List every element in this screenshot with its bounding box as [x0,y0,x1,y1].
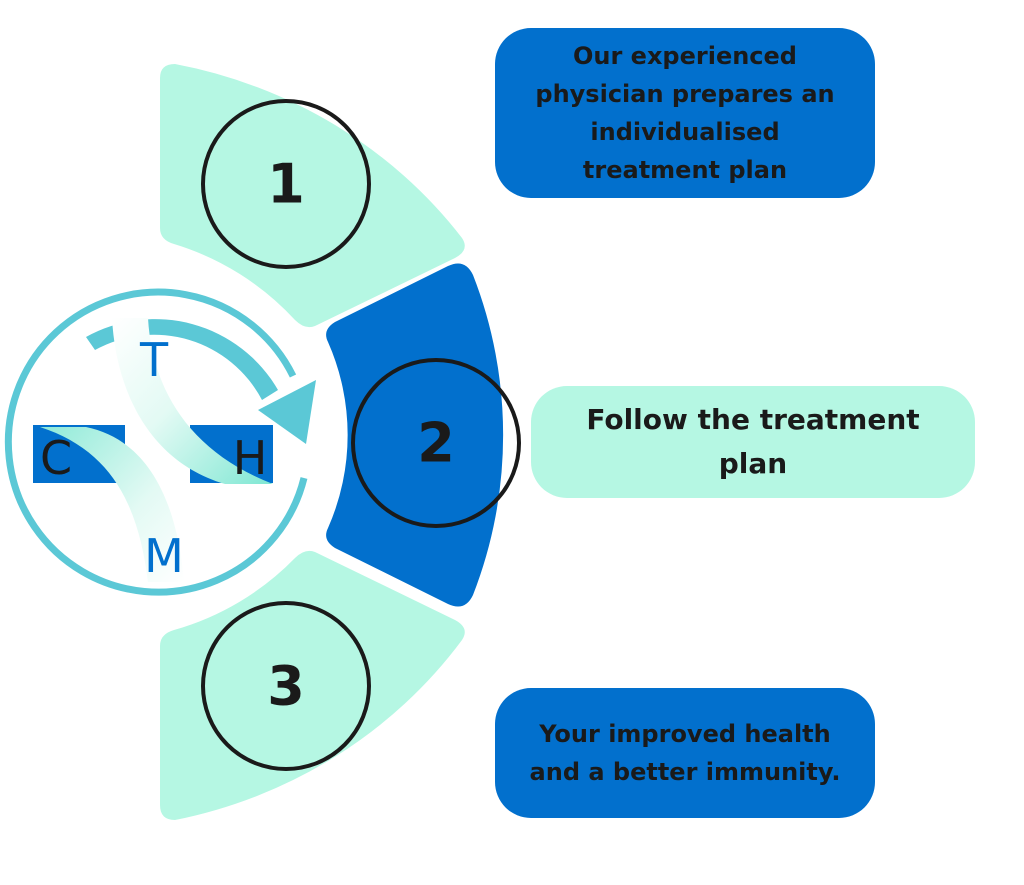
step-2-number: 2 [417,412,455,475]
segment-3 [160,550,465,820]
step-2-circle [351,358,521,528]
logo-ribbon-bottom [40,427,184,582]
step-1-number: 1 [267,153,305,216]
step-1-text: Our experienced physician prepares an in… [535,42,835,184]
logo-letter-h: H [233,431,268,485]
step-1-circle [201,99,371,269]
logo-letter-t: T [139,333,169,387]
step-2-description: Follow the treatment plan [531,386,975,498]
step-3-circle [201,601,371,771]
logo-letter-m: M [144,529,184,583]
step-3-description: Your improved health and a better immuni… [495,688,875,818]
logo-arrow-band [86,319,278,400]
segment-1 [160,64,465,328]
step-3-text: Your improved health and a better immuni… [529,720,841,786]
step-2-text: Follow the treatment plan [586,403,920,480]
logo-arrow-head [258,380,316,444]
logo-ring [4,288,308,596]
step-1-description: Our experienced physician prepares an in… [495,28,875,198]
logo-background [6,291,310,595]
step-3-number: 3 [267,655,305,718]
logo-ribbon-top [112,318,273,484]
logo-letter-c: C [40,431,72,485]
cthm-logo: T C H M [4,288,316,596]
